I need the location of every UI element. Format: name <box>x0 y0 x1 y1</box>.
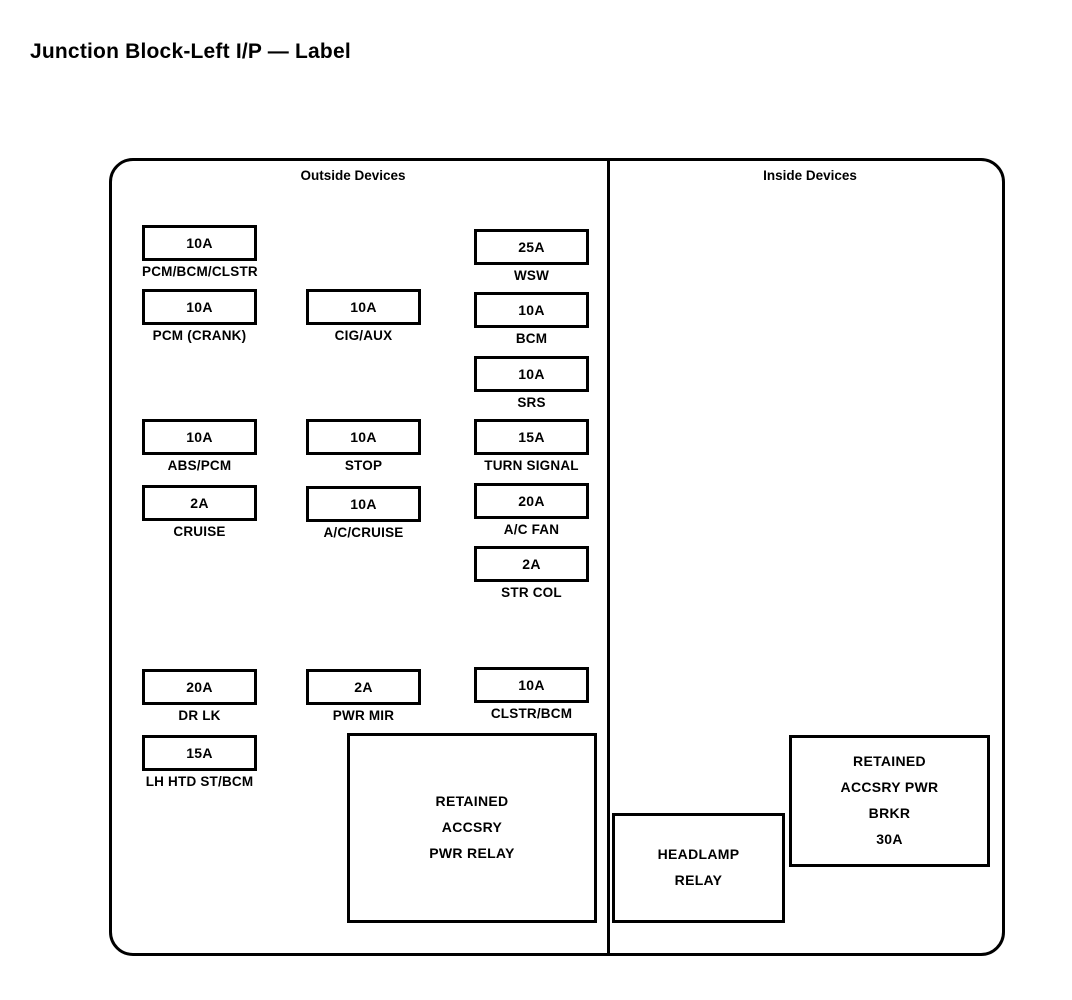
fuse-cell[interactable]: 10A CIG/AUX <box>306 289 421 343</box>
fuse-cell[interactable]: 15A TURN SIGNAL <box>474 419 589 473</box>
fuse-rating: 10A <box>306 289 421 325</box>
relay-text-line: ACCSRY <box>441 819 503 836</box>
outside-devices-header: Outside Devices <box>300 168 406 183</box>
relay-text-line: PWR RELAY <box>429 844 515 861</box>
fuse-label: TURN SIGNAL <box>484 458 579 473</box>
fuse-cell[interactable]: 15A LH HTD ST/BCM <box>142 735 257 789</box>
fuse-rating: 10A <box>142 225 257 261</box>
fuse-label: CIG/AUX <box>334 328 393 343</box>
fuse-cell[interactable]: 10A PCM/BCM/CLSTR <box>142 225 258 279</box>
fuse-rating: 20A <box>142 669 257 705</box>
fuse-rating: 10A <box>142 419 257 455</box>
fuse-label: LH HTD ST/BCM <box>145 774 254 789</box>
fuse-rating: 15A <box>474 419 589 455</box>
fuse-label: PCM/BCM/CLSTR <box>142 264 258 279</box>
fuse-cell[interactable]: 10A A/C/CRUISE <box>306 486 421 540</box>
fuse-rating: 20A <box>474 483 589 519</box>
relay-text-line: HEADLAMP <box>657 846 740 863</box>
fuse-cell[interactable]: 2A STR COL <box>474 546 589 600</box>
inside-devices-header: Inside Devices <box>763 168 857 183</box>
page-title: Junction Block-Left I/P — Label <box>30 40 351 64</box>
fuse-cell[interactable]: 10A STOP <box>306 419 421 473</box>
relay-retained-accsry-pwr-relay[interactable]: RETAINED ACCSRY PWR RELAY <box>347 733 597 923</box>
fuse-label: A/C/CRUISE <box>323 525 404 540</box>
fuse-cell[interactable]: 25A WSW <box>474 229 589 283</box>
fuse-rating: 2A <box>474 546 589 582</box>
fuse-cell[interactable]: 10A CLSTR/BCM <box>474 667 589 721</box>
relay-text-line: 30A <box>876 830 903 847</box>
fuse-cell[interactable]: 2A CRUISE <box>142 485 257 539</box>
relay-text-line: RETAINED <box>853 753 926 770</box>
relay-retained-accsry-pwr-brkr[interactable]: RETAINED ACCSRY PWR BRKR 30A <box>789 735 990 867</box>
fuse-cell[interactable]: 10A ABS/PCM <box>142 419 257 473</box>
fuse-rating: 10A <box>306 486 421 522</box>
fuse-cell[interactable]: 20A A/C FAN <box>474 483 589 537</box>
fuse-rating: 15A <box>142 735 257 771</box>
fuse-label: A/C FAN <box>503 522 560 537</box>
fuse-cell[interactable]: 10A SRS <box>474 356 589 410</box>
fuse-label: PWR MIR <box>332 708 395 723</box>
fuse-rating: 2A <box>306 669 421 705</box>
fuse-rating: 25A <box>474 229 589 265</box>
fuse-label: CRUISE <box>173 524 226 539</box>
fuse-rating: 2A <box>142 485 257 521</box>
fuse-rating: 10A <box>474 292 589 328</box>
relay-text-line: ACCSRY PWR <box>840 779 939 796</box>
fuse-label: WSW <box>513 268 550 283</box>
fuse-label: ABS/PCM <box>167 458 232 473</box>
relay-text-line: RETAINED <box>435 793 509 810</box>
fuse-rating: 10A <box>474 667 589 703</box>
fuse-label: STOP <box>344 458 383 473</box>
fuse-label: STR COL <box>501 585 562 600</box>
fuse-cell[interactable]: 10A BCM <box>474 292 589 346</box>
fuse-cell[interactable]: 20A DR LK <box>142 669 257 723</box>
fuse-rating: 10A <box>474 356 589 392</box>
fuse-label: BCM <box>515 331 548 346</box>
fuse-rating: 10A <box>306 419 421 455</box>
fuse-label: SRS <box>517 395 546 410</box>
fuse-label: CLSTR/BCM <box>490 706 573 721</box>
fuse-cell[interactable]: 10A PCM (CRANK) <box>142 289 257 343</box>
relay-headlamp-relay[interactable]: HEADLAMP RELAY <box>612 813 785 923</box>
relay-text-line: BRKR <box>868 805 911 821</box>
fuse-label: PCM (CRANK) <box>152 328 247 343</box>
fuse-cell[interactable]: 2A PWR MIR <box>306 669 421 723</box>
fuse-rating: 10A <box>142 289 257 325</box>
panel-divider <box>607 158 610 956</box>
fuse-label: DR LK <box>178 708 221 723</box>
relay-text-line: RELAY <box>674 872 723 888</box>
